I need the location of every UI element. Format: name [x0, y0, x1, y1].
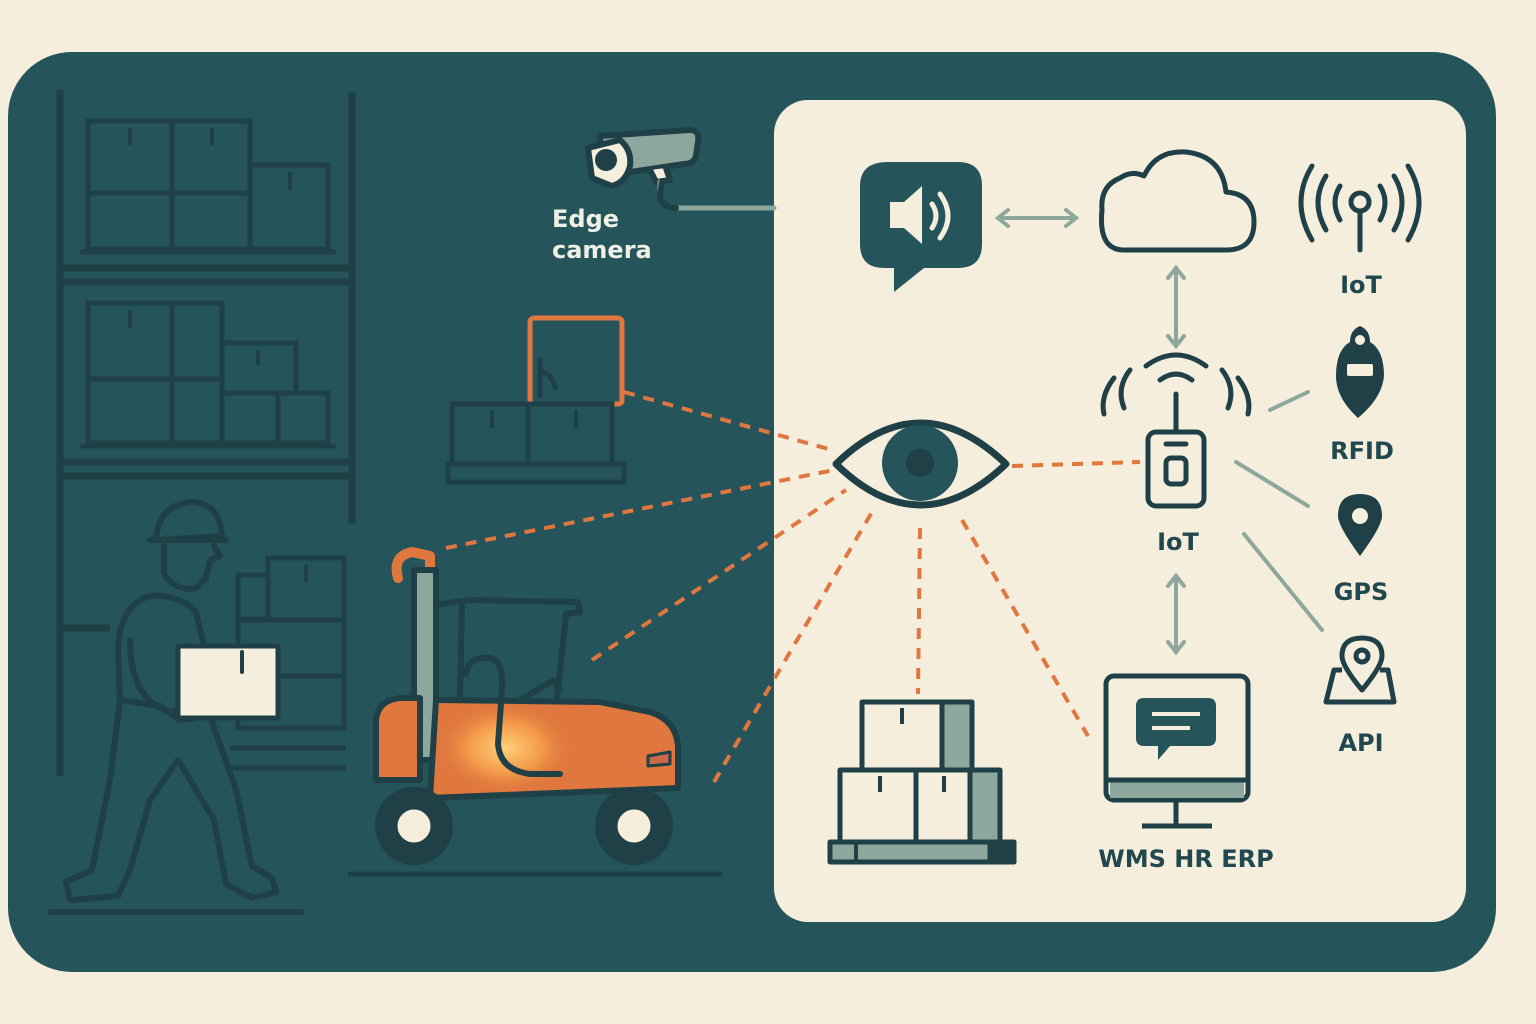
edge-camera-label-line2: camera: [552, 236, 652, 264]
detected-pallet-icon: [445, 315, 627, 485]
antenna-icon: [1298, 163, 1422, 253]
worker-icon: [47, 499, 305, 915]
monitor-chat-icon: [1103, 673, 1251, 829]
camera-icon: [585, 127, 777, 211]
cloud-icon: [1098, 149, 1257, 253]
eye-icon: [832, 419, 1010, 509]
gps-pin-icon: [1338, 494, 1382, 556]
systems-label: WMS HR ERP: [1098, 845, 1274, 873]
system-connectors: [994, 208, 1324, 656]
api-map-pin-icon: [1323, 635, 1397, 705]
iot-hub-label: IoT: [1157, 528, 1199, 556]
edge-camera-label: Edge camera: [552, 204, 652, 266]
rfid-label: RFID: [1330, 437, 1394, 465]
forklift-icon: [347, 547, 723, 877]
iot-top-label: IoT: [1340, 271, 1382, 299]
api-label: API: [1338, 729, 1384, 757]
iot-device-icon: [1100, 352, 1252, 509]
edge-camera-label-line1: Edge: [552, 205, 620, 233]
rfid-tag-icon: [1336, 326, 1384, 418]
pallet-boxes-icon: [827, 699, 1017, 865]
vision-connectors: [445, 390, 1141, 784]
speaker-message-icon: [860, 162, 982, 292]
warehouse-shelf-icon: [56, 90, 356, 776]
gps-label: GPS: [1333, 578, 1389, 606]
